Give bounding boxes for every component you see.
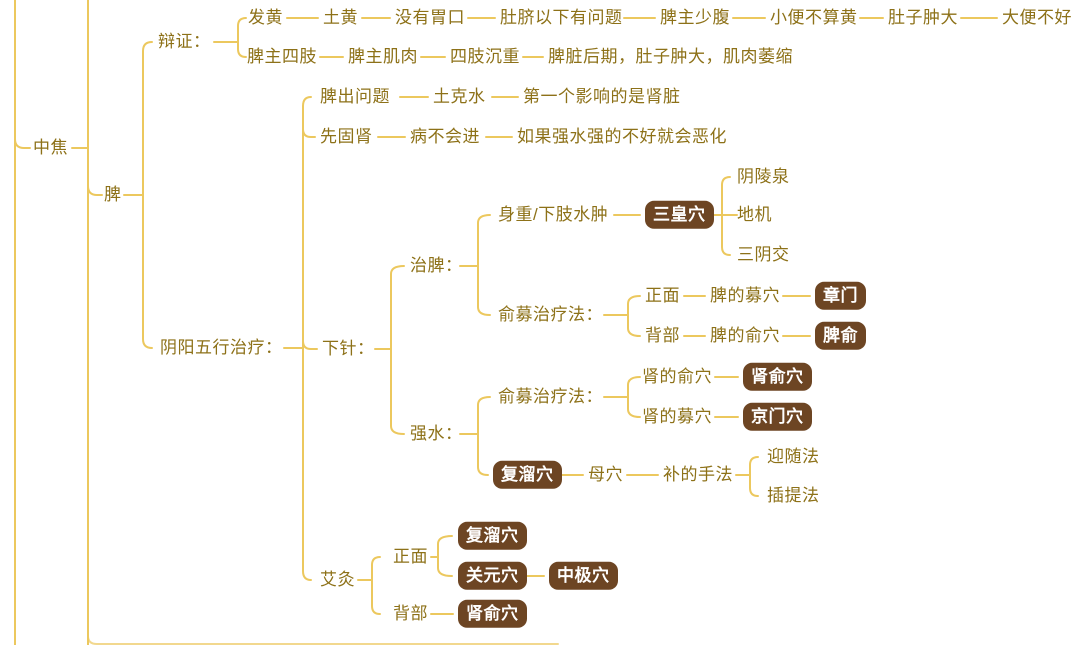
acupoint-pill-shenyuxue[interactable]: 肾俞穴: [743, 362, 812, 392]
node-zhengmian-zhipi[interactable]: 正面: [645, 286, 680, 306]
node-xiaobian[interactable]: 小便不算黄: [770, 8, 858, 28]
node-beibu-zhipi[interactable]: 背部: [645, 326, 680, 346]
node-shendeyuxue[interactable]: 肾的俞穴: [642, 367, 712, 387]
node-muxue[interactable]: 母穴: [588, 465, 623, 485]
acupoint-pill-jingmenxue[interactable]: 京门穴: [743, 402, 812, 432]
bracket-verticals: [14, 0, 89, 645]
node-pizhusizhi[interactable]: 脾主四肢: [247, 47, 317, 67]
node-zhengmian-aijiu[interactable]: 正面: [393, 547, 428, 567]
node-diji[interactable]: 地机: [737, 205, 772, 225]
node-yumu-qiangshui[interactable]: 俞募治疗法：: [498, 387, 603, 407]
node-shendemuxue[interactable]: 肾的募穴: [642, 407, 712, 427]
node-yinyangwuxing[interactable]: 阴阳五行治疗：: [160, 338, 283, 358]
cropped-bottom-branch: [87, 635, 559, 645]
node-ruguoqiangshui[interactable]: 如果强水强的不好就会恶化: [517, 127, 727, 147]
node-pi[interactable]: 脾: [104, 185, 122, 205]
node-bianzheng[interactable]: 辩证：: [158, 32, 211, 52]
node-sizhichenzhong[interactable]: 四肢沉重: [450, 47, 520, 67]
acupoint-pill-zhongjixue[interactable]: 中极穴: [549, 561, 618, 591]
node-pidemuxue[interactable]: 脾的募穴: [710, 286, 780, 306]
node-tukeshui[interactable]: 土克水: [433, 87, 486, 107]
acupoint-pill-fuliuxue[interactable]: 复溜穴: [493, 460, 562, 490]
node-pizhujirou[interactable]: 脾主肌肉: [348, 47, 418, 67]
node-pizanghouqi[interactable]: 脾脏后期，肚子肿大，肌肉萎缩: [548, 47, 793, 67]
node-bingbuhuijin[interactable]: 病不会进: [410, 127, 480, 147]
node-xiangushen[interactable]: 先固肾: [320, 127, 373, 147]
node-beibu-aijiu[interactable]: 背部: [393, 604, 428, 624]
node-duzizhongda[interactable]: 肚子肿大: [888, 8, 958, 28]
node-fahuang[interactable]: 发黄: [248, 8, 283, 28]
acupoint-pill-shenyuxue-aijiu[interactable]: 肾俞穴: [458, 599, 527, 629]
node-budeshoufa[interactable]: 补的手法: [663, 465, 733, 485]
node-yingsuifa[interactable]: 迎随法: [767, 447, 820, 467]
node-pizhushaofu[interactable]: 脾主少腹: [660, 8, 730, 28]
node-pichuwenti[interactable]: 脾出问题: [320, 87, 390, 107]
acupoint-pill-fuliuxue-aijiu[interactable]: 复溜穴: [458, 521, 527, 551]
node-tuhuang[interactable]: 土黄: [323, 8, 358, 28]
node-zhipi[interactable]: 治脾：: [410, 256, 463, 276]
node-shenzhong-shuizhong[interactable]: 身重/下肢水肿: [498, 205, 609, 225]
node-sanyinjiao[interactable]: 三阴交: [737, 245, 790, 265]
node-duqi-wenti[interactable]: 肚脐以下有问题: [500, 8, 623, 28]
node-yumu-zhipi[interactable]: 俞募治疗法：: [498, 305, 603, 325]
node-xiazhen[interactable]: 下针：: [322, 339, 375, 359]
node-yinlingquan[interactable]: 阴陵泉: [737, 167, 790, 187]
node-dabianbuhao[interactable]: 大便不好: [1002, 8, 1072, 28]
node-zhongjiao[interactable]: 中焦: [33, 138, 68, 158]
acupoint-pill-sanhuangxue[interactable]: 三皇穴: [645, 200, 714, 230]
branch-curves: [14, 17, 998, 615]
node-chatifa[interactable]: 插提法: [767, 486, 820, 506]
node-yingxiangshenzang[interactable]: 第一个影响的是肾脏: [523, 87, 681, 107]
node-pideyuxue[interactable]: 脾的俞穴: [710, 326, 780, 346]
node-meiyouweikou[interactable]: 没有胃口: [395, 8, 465, 28]
acupoint-pill-piyu[interactable]: 脾俞: [815, 321, 866, 351]
node-qiangshui[interactable]: 强水：: [410, 424, 463, 444]
node-aijiu[interactable]: 艾灸: [320, 570, 355, 590]
acupoint-pill-guanyuanxue[interactable]: 关元穴: [458, 561, 527, 591]
acupoint-pill-zhangmen[interactable]: 章门: [815, 281, 866, 311]
